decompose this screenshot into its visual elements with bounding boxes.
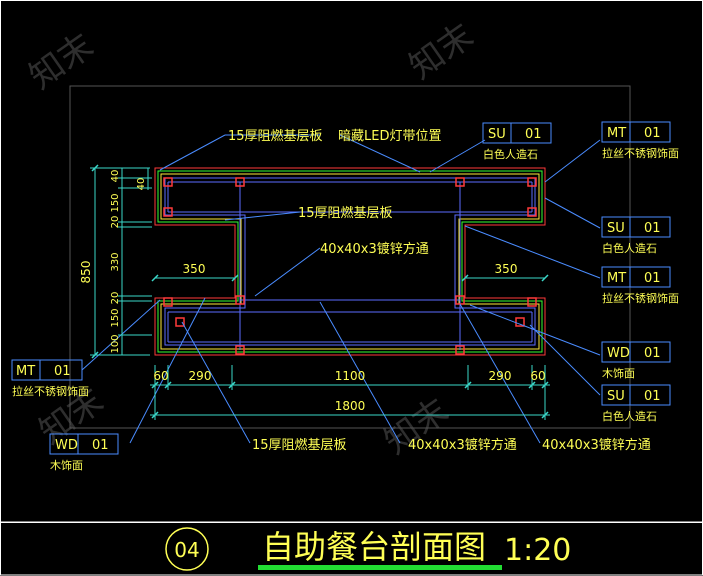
title-block: 04 自助餐台剖面图 1:20 xyxy=(165,527,571,571)
tag-num: 01 xyxy=(525,127,542,142)
tag-mt-left: MT 01 拉丝不锈钢饰面 xyxy=(11,359,89,398)
dim-overall-height: 850 xyxy=(79,261,93,284)
watermark-2: 知末 xyxy=(402,16,481,88)
tag-desc: 拉丝不锈钢饰面 xyxy=(602,146,679,160)
tag-num: 01 xyxy=(644,389,661,404)
tag-wd-right: WD 01 木饰面 xyxy=(601,341,671,380)
dim-v-20a: 20 xyxy=(110,216,121,229)
label-bottom-tube-2: 40x40x3镀锌方通 xyxy=(542,437,651,453)
drawing-number: 04 xyxy=(174,538,199,562)
watermark-1: 知末 xyxy=(22,26,101,98)
drawing-number-circle xyxy=(165,527,209,571)
base-board-layer xyxy=(164,177,536,346)
dim-overall-width: 1800 xyxy=(335,399,366,413)
dim-v-150b: 150 xyxy=(110,308,121,327)
tag-num: 01 xyxy=(644,346,661,361)
tag-code: WD xyxy=(607,346,630,361)
title-underline xyxy=(258,565,502,570)
tag-desc: 木饰面 xyxy=(50,458,83,472)
tube-nodes xyxy=(163,177,537,355)
tag-num: 01 xyxy=(644,221,661,236)
tag-su-bottom-right: SU 01 白色人造石 xyxy=(601,384,671,423)
dim-v-40b: 40 xyxy=(136,178,147,191)
dim-h-60b: 60 xyxy=(530,369,545,383)
dim-h-1100: 1100 xyxy=(335,369,366,383)
tag-desc: 拉丝不锈钢饰面 xyxy=(602,291,679,305)
tag-num: 01 xyxy=(644,271,661,286)
tag-desc: 拉丝不锈钢饰面 xyxy=(12,384,89,398)
counter-outline xyxy=(154,167,546,356)
leader-lines xyxy=(81,134,601,444)
dim-v-100: 100 xyxy=(110,334,121,353)
dimension-labels: 850 40 40 150 20 330 20 150 100 350 350 … xyxy=(79,170,546,413)
dim-v-40a: 40 xyxy=(110,170,121,183)
tag-code: MT xyxy=(16,364,35,379)
tag-desc: 白色人造石 xyxy=(602,241,657,255)
tag-desc: 白色人造石 xyxy=(602,409,657,423)
stone-top-layer xyxy=(157,170,543,353)
label-top-board: 15厚阻燃基层板 xyxy=(228,128,323,144)
tag-code: SU xyxy=(607,389,625,404)
label-led: 暗藏LED灯带位置 xyxy=(338,129,441,144)
dim-h-290b: 290 xyxy=(489,369,512,383)
steel-frame xyxy=(167,181,533,350)
drawing-scale: 1:20 xyxy=(504,533,571,568)
stone-inner-layer xyxy=(160,173,540,350)
tag-num: 01 xyxy=(54,364,71,379)
label-tube-center: 40x40x3镀锌方通 xyxy=(320,241,429,257)
tag-code: SU xyxy=(607,221,625,236)
dimension-ticks xyxy=(91,164,549,419)
tag-code: SU xyxy=(488,127,506,142)
tag-mt-top-right: MT 01 拉丝不锈钢饰面 xyxy=(601,121,679,160)
tag-desc: 木饰面 xyxy=(602,366,635,380)
dimension-lines xyxy=(90,167,550,420)
material-tags: SU 01 白色人造石 MT 01 拉丝不锈钢饰面 SU 01 白色人造石 MT… xyxy=(11,121,679,472)
tag-su-top: SU 01 白色人造石 xyxy=(482,122,552,161)
dim-h-290a: 290 xyxy=(189,369,212,383)
label-mid-board: 15厚阻燃基层板 xyxy=(298,205,393,221)
tag-code: MT xyxy=(607,126,626,141)
tag-code: MT xyxy=(607,271,626,286)
callout-labels: 15厚阻燃基层板 暗藏LED灯带位置 15厚阻燃基层板 40x40x3镀锌方通 … xyxy=(228,128,651,453)
dim-v-330: 330 xyxy=(110,252,121,271)
dim-v-20b: 20 xyxy=(110,292,121,305)
drawing-title: 自助餐台剖面图 xyxy=(262,528,486,566)
tag-mt-right-mid: MT 01 拉丝不锈钢饰面 xyxy=(601,266,679,305)
dim-left-depth: 350 xyxy=(183,262,206,276)
watermarks: 知末 知末 知末 知末 xyxy=(22,16,481,463)
tag-wd-left: WD 01 木饰面 xyxy=(49,433,119,472)
tag-num: 01 xyxy=(92,438,109,453)
counter-section xyxy=(154,167,546,356)
dim-v-150a: 150 xyxy=(110,193,121,212)
tag-su-right: SU 01 白色人造石 xyxy=(601,216,671,255)
tag-num: 01 xyxy=(644,126,661,141)
tag-desc: 白色人造石 xyxy=(483,147,538,161)
tag-code: WD xyxy=(55,438,78,453)
dim-right-depth: 350 xyxy=(495,262,518,276)
dim-h-60a: 60 xyxy=(153,369,168,383)
label-bottom-tube-1: 40x40x3镀锌方通 xyxy=(408,437,517,453)
label-bottom-board: 15厚阻燃基层板 xyxy=(252,437,347,453)
